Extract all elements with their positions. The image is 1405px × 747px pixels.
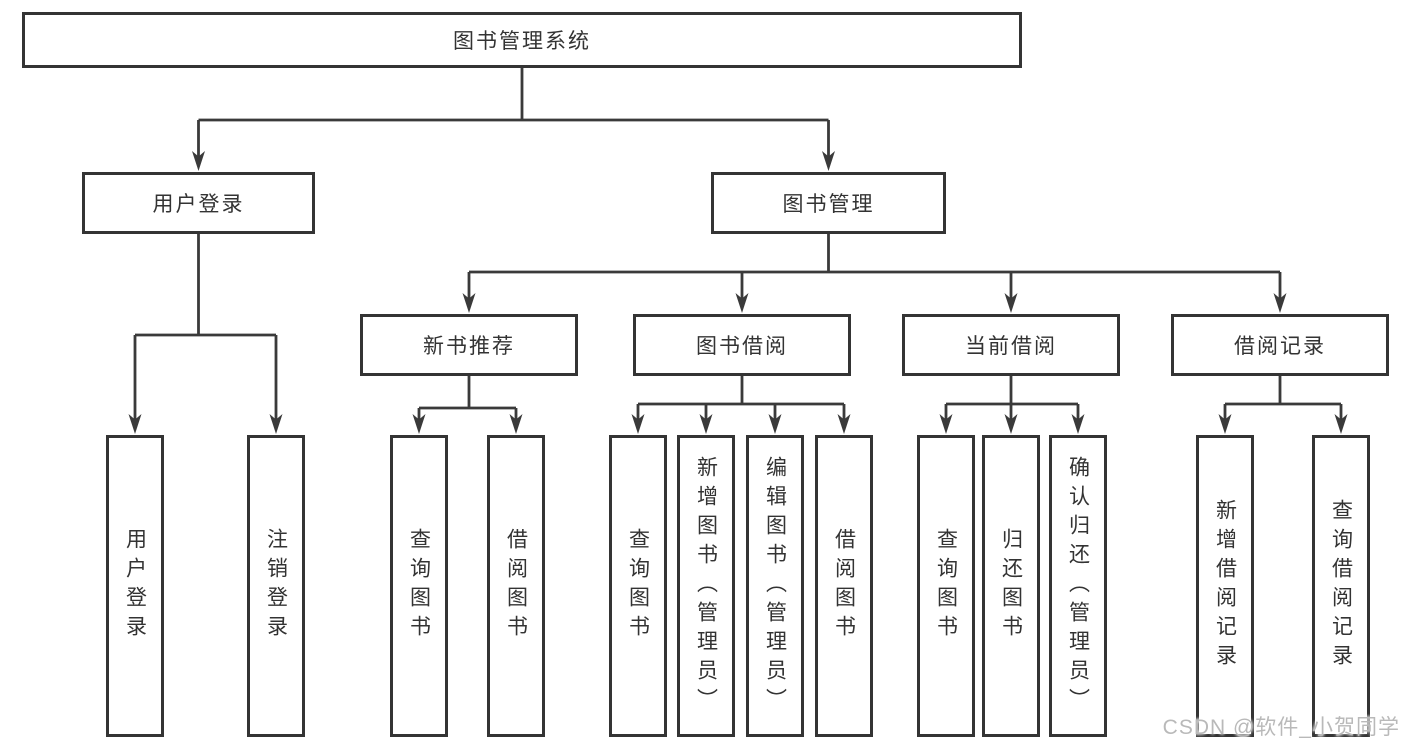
- leaf-add-books-admin: 新增图书（管理员）: [677, 435, 735, 737]
- leaf-label: 注销登录: [264, 528, 288, 644]
- node-borrow-records: 借阅记录: [1171, 314, 1389, 376]
- node-label: 用户登录: [152, 193, 245, 216]
- node-library-management-system: 图书管理系统: [22, 12, 1022, 68]
- leaf-label: 查询借阅记录: [1329, 499, 1353, 673]
- node-label: 当前借阅: [965, 335, 1057, 358]
- leaf-label: 归还图书: [999, 528, 1023, 644]
- connector-user-login: [133, 234, 278, 421]
- node-label: 借阅记录: [1234, 335, 1326, 358]
- leaf-query-borrow-record: 查询借阅记录: [1312, 435, 1370, 737]
- node-current-borrow: 当前借阅: [902, 314, 1120, 376]
- csdn-watermark: CSDN @软件_小贺同学: [1162, 716, 1400, 739]
- arrowheads: [128, 151, 1348, 434]
- leaf-logout: 注销登录: [247, 435, 305, 737]
- leaf-add-borrow-record: 新增借阅记录: [1196, 435, 1254, 737]
- leaf-user-login: 用户登录: [106, 435, 164, 737]
- leaf-label: 确认归还（管理员）: [1066, 455, 1090, 717]
- leaf-label: 查询图书: [934, 528, 958, 644]
- node-label: 图书借阅: [696, 335, 788, 358]
- leaf-label: 新增借阅记录: [1213, 499, 1237, 673]
- leaf-label: 借阅图书: [504, 528, 528, 644]
- connector-book-management: [467, 234, 1282, 300]
- node-book-borrow: 图书借阅: [633, 314, 851, 376]
- node-user-login: 用户登录: [82, 172, 315, 234]
- leaf-label: 新增图书（管理员）: [694, 455, 718, 717]
- connector-new-book: [417, 376, 518, 421]
- leaf-label: 用户登录: [123, 528, 147, 644]
- leaf-return-books: 归还图书: [982, 435, 1040, 737]
- connector-book-borrow: [636, 376, 846, 421]
- leaf-label: 查询图书: [407, 528, 431, 644]
- leaf-edit-books-admin: 编辑图书（管理员）: [746, 435, 804, 737]
- connector-current-borrow: [944, 376, 1080, 421]
- leaf-query-books-1: 查询图书: [390, 435, 448, 737]
- node-label: 图书管理: [782, 193, 875, 216]
- node-label: 新书推荐: [423, 335, 515, 358]
- node-label: 图书管理系统: [453, 30, 591, 53]
- connector-borrow-records: [1223, 376, 1343, 421]
- node-book-management: 图书管理: [711, 172, 946, 234]
- node-new-book-recommend: 新书推荐: [360, 314, 578, 376]
- leaf-label: 借阅图书: [832, 528, 856, 644]
- leaf-query-books-2: 查询图书: [609, 435, 667, 737]
- connector-root-stem: [197, 67, 830, 158]
- leaf-borrow-books-2: 借阅图书: [815, 435, 873, 737]
- leaf-query-books-3: 查询图书: [917, 435, 975, 737]
- leaf-label: 查询图书: [626, 528, 650, 644]
- leaf-borrow-books-1: 借阅图书: [487, 435, 545, 737]
- leaf-confirm-return-admin: 确认归还（管理员）: [1049, 435, 1107, 737]
- leaf-label: 编辑图书（管理员）: [763, 455, 787, 717]
